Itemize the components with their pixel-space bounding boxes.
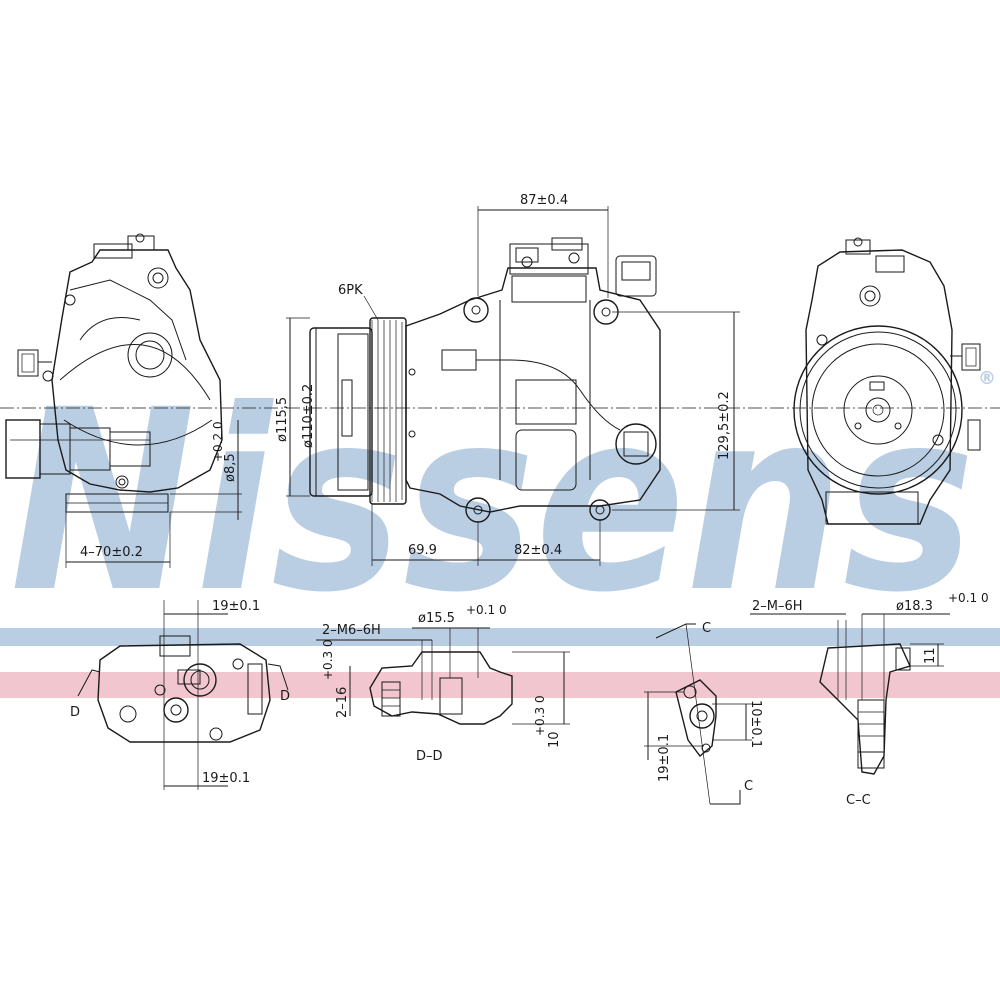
watermark-stripe-blue: [0, 628, 1000, 646]
section-dd-bore: ø15.5: [418, 611, 455, 626]
section-d-view: 19±0.1 19±0.1 D D: [70, 599, 290, 790]
bottom-left-dimension: 69.9: [408, 543, 437, 558]
section-dd-bore-tol: +0.1 0: [466, 603, 507, 617]
watermark-registered-mark: ®: [978, 368, 996, 389]
section-dd-height: 10: [547, 731, 562, 748]
section-cc-height: 11: [923, 647, 938, 664]
section-cc-bore-tol: +0.1 0: [948, 591, 989, 605]
pulley-inner-diameter: ø110±0.2: [301, 384, 316, 448]
bore-tolerance-label: +0.2 0: [211, 421, 225, 462]
height-dimension-label: 129,5±0.2: [717, 391, 732, 460]
bore-diameter-label: ø8,5: [223, 453, 238, 482]
side-view: 87±0.4 6PK ø115,5 ø110±0.2 129,5±0.2 69.…: [275, 193, 740, 566]
top-width-label: 87±0.4: [520, 193, 568, 208]
section-d-bottom-dim: 19±0.1: [202, 771, 250, 786]
section-cc-thread: 2–M–6H: [752, 599, 803, 614]
section-mark-d-left: D: [70, 705, 80, 720]
watermark: Nissens ®: [0, 356, 1000, 698]
section-dd-height-tol: +0.3 0: [533, 695, 547, 736]
section-c-dim-a: 19±0.1: [657, 734, 672, 782]
section-dd-depth-tol: +0.3 0: [321, 639, 335, 680]
section-mark-d-right: D: [280, 689, 290, 704]
section-cc-title: C–C: [846, 793, 871, 808]
front-view: [793, 237, 981, 525]
section-d-top-dim: 19±0.1: [212, 599, 260, 614]
section-mark-c-top: C: [702, 621, 711, 636]
bottom-right-dimension: 82±0.4: [514, 543, 562, 558]
section-mark-c-bottom: C: [744, 779, 753, 794]
watermark-brand: Nissens: [10, 356, 975, 647]
section-dd-title: D–D: [416, 749, 443, 764]
rear-view: ø8,5 +0.2 0 4–70±0.2: [5, 233, 242, 568]
section-dd-depth: 2–16: [335, 687, 350, 718]
belt-label: 6PK: [338, 283, 363, 298]
section-cc-bore: ø18.3: [896, 599, 933, 614]
section-dd-thread: 2–M6–6H: [322, 623, 381, 638]
watermark-stripe-red: [0, 672, 1000, 698]
section-c-dim-b: 10±0.1: [748, 700, 763, 748]
section-cc-view: 2–M–6H ø18.3 +0.1 0 11 C–C: [750, 591, 989, 808]
holes-dimension-label: 4–70±0.2: [80, 545, 143, 560]
pulley-outer-diameter: ø115,5: [275, 397, 290, 442]
section-dd-view: 2–M6–6H ø15.5 +0.1 0 10 +0.3 0 2–16 +0.3…: [316, 603, 570, 764]
section-c-view: 19±0.1 10±0.1 C C: [644, 621, 763, 805]
